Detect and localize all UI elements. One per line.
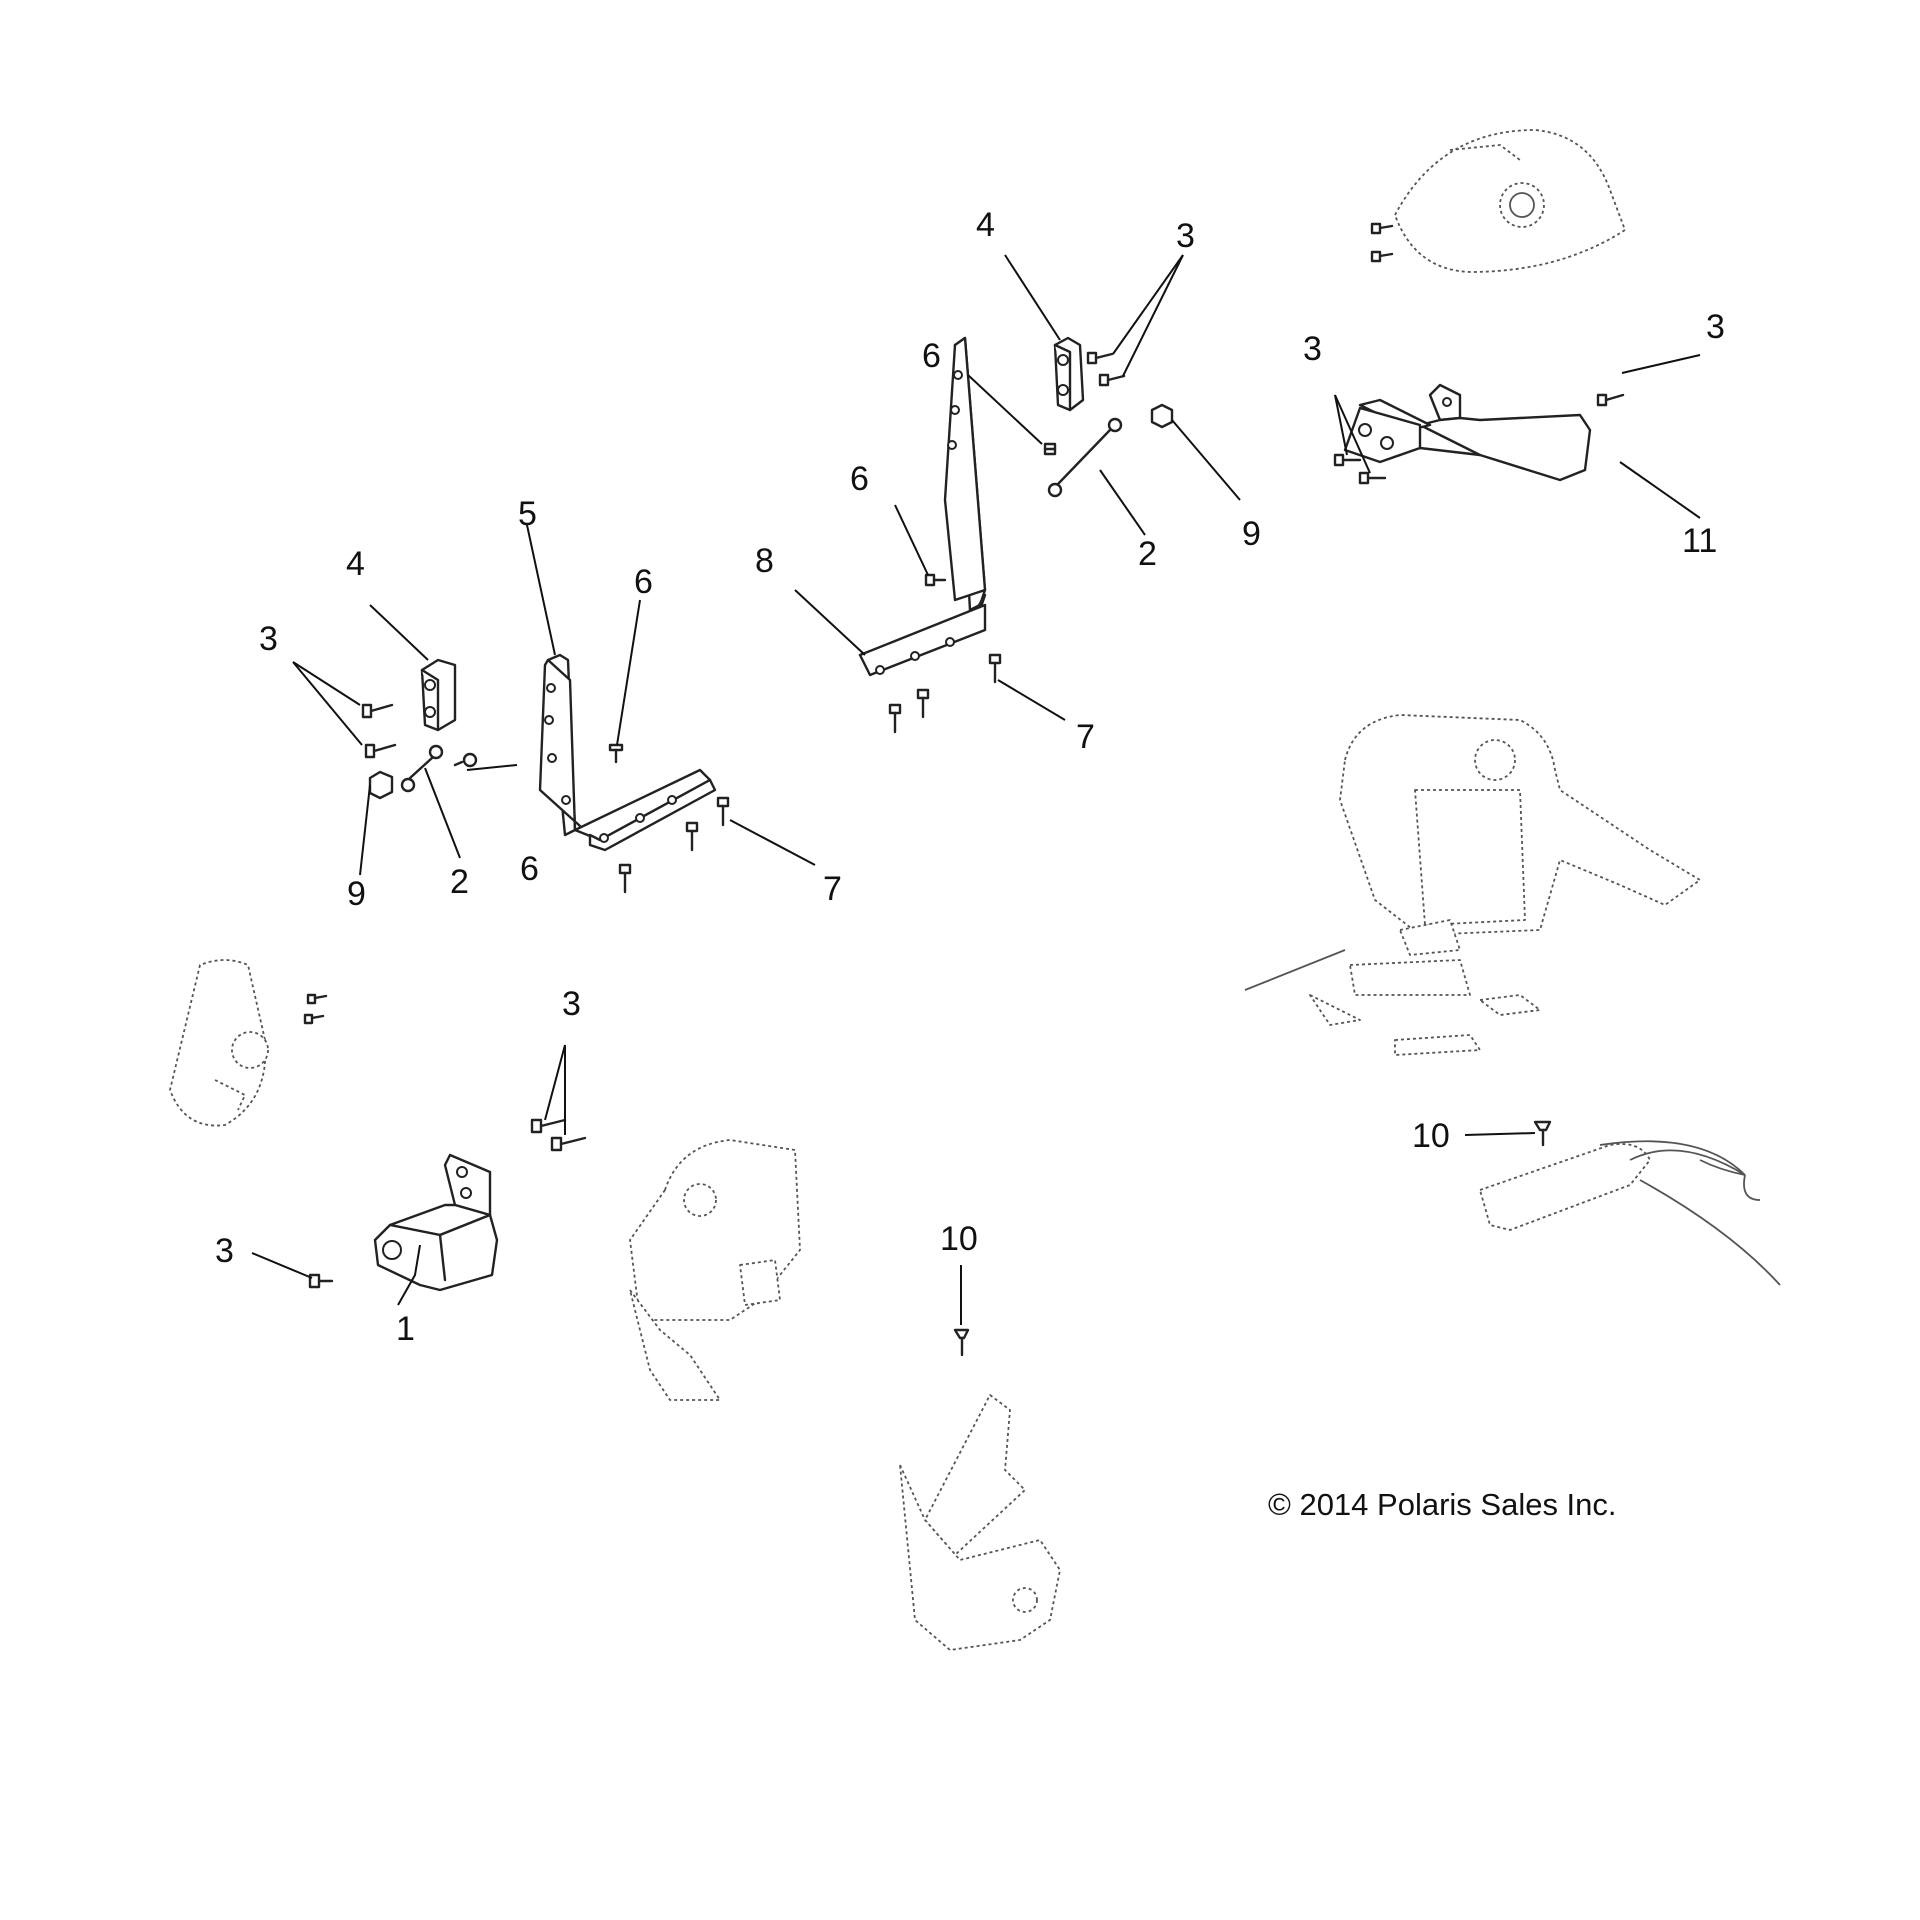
bolt-part-3 bbox=[308, 1273, 334, 1289]
callout-6: 6 bbox=[850, 460, 869, 498]
callout-3: 3 bbox=[1176, 217, 1195, 255]
callout-2: 2 bbox=[1138, 535, 1157, 573]
callout-4: 4 bbox=[346, 545, 365, 583]
callout-7: 7 bbox=[1076, 718, 1095, 756]
bolt bbox=[306, 993, 328, 1005]
callout-8: 8 bbox=[755, 542, 774, 580]
hardware bbox=[303, 222, 1625, 1357]
callout-6: 6 bbox=[520, 850, 539, 888]
bolt-part-3 bbox=[361, 703, 394, 719]
callout-10: 10 bbox=[940, 1220, 978, 1258]
callout-4: 4 bbox=[976, 206, 995, 244]
callout-6: 6 bbox=[634, 563, 653, 601]
callout-6: 6 bbox=[922, 337, 941, 375]
headlight-right-ghost bbox=[1394, 129, 1626, 273]
nut-part-9 bbox=[1150, 403, 1174, 429]
fender-right-ghost bbox=[1479, 1140, 1781, 1286]
push-rivet-part-10 bbox=[953, 1328, 970, 1357]
bracket-part-11 bbox=[1343, 383, 1592, 482]
bolt-part-3 bbox=[550, 1136, 587, 1152]
screw-part-7 bbox=[716, 796, 730, 827]
screw-part-7 bbox=[916, 688, 930, 719]
bolt-part-6 bbox=[924, 573, 947, 587]
body-panel-upper-right-ghost bbox=[1244, 714, 1701, 1056]
bolt-part-3 bbox=[530, 1118, 567, 1134]
callout-3: 3 bbox=[562, 985, 581, 1023]
screw-part-7 bbox=[618, 863, 632, 894]
bolt bbox=[1370, 222, 1394, 235]
bracket-part-8 bbox=[858, 336, 987, 677]
bolt-part-6 bbox=[1043, 442, 1057, 456]
bolt bbox=[303, 1013, 325, 1025]
nut-part-9 bbox=[368, 770, 394, 800]
link-rod-part-2 bbox=[400, 744, 444, 793]
link-rod-part-2 bbox=[1047, 417, 1123, 498]
bolt-part-6 bbox=[608, 743, 624, 764]
clamp-block-part-4-right bbox=[1053, 336, 1085, 412]
callout-5: 5 bbox=[518, 495, 537, 533]
bolt-part-3 bbox=[1333, 453, 1362, 467]
bracket-part-5 bbox=[538, 653, 717, 852]
callout-11: 11 bbox=[1682, 522, 1717, 560]
bolt-part-6 bbox=[453, 752, 478, 768]
bolt-part-3 bbox=[364, 743, 397, 759]
bolt bbox=[1370, 250, 1394, 263]
bolt-part-3 bbox=[1358, 471, 1387, 485]
push-rivet-part-10 bbox=[1533, 1120, 1552, 1147]
screw-part-7 bbox=[988, 653, 1002, 684]
callout-3: 3 bbox=[215, 1232, 234, 1270]
clamp-block-part-4-left bbox=[420, 658, 457, 732]
bolt-part-3 bbox=[1086, 351, 1114, 365]
leader-lines bbox=[251, 254, 1701, 1325]
copyright-notice: © 2014 Polaris Sales Inc. bbox=[1268, 1487, 1617, 1522]
callout-3: 3 bbox=[259, 620, 278, 658]
bracket-part-1 bbox=[373, 1153, 499, 1292]
screw-part-7 bbox=[685, 821, 699, 852]
screw-part-7 bbox=[888, 703, 902, 734]
callout-3: 3 bbox=[1706, 308, 1725, 346]
callout-2: 2 bbox=[450, 863, 469, 901]
callout-9: 9 bbox=[347, 875, 366, 913]
callout-9: 9 bbox=[1242, 515, 1261, 553]
bolt-part-3 bbox=[1596, 393, 1625, 407]
callout-labels: 1 2 2 3 3 3 3 3 3 4 4 5 6 6 6 6 7 7 8 9 … bbox=[215, 206, 1725, 1348]
headlight-left-ghost bbox=[169, 959, 269, 1127]
callout-3: 3 bbox=[1303, 330, 1322, 368]
fender-lower-center-ghost bbox=[899, 1394, 1061, 1651]
callout-10: 10 bbox=[1412, 1117, 1450, 1155]
callout-1: 1 bbox=[396, 1310, 415, 1348]
callout-7: 7 bbox=[823, 870, 842, 908]
body-panel-center-ghost bbox=[629, 1139, 801, 1401]
bolt-part-3 bbox=[1098, 373, 1126, 387]
